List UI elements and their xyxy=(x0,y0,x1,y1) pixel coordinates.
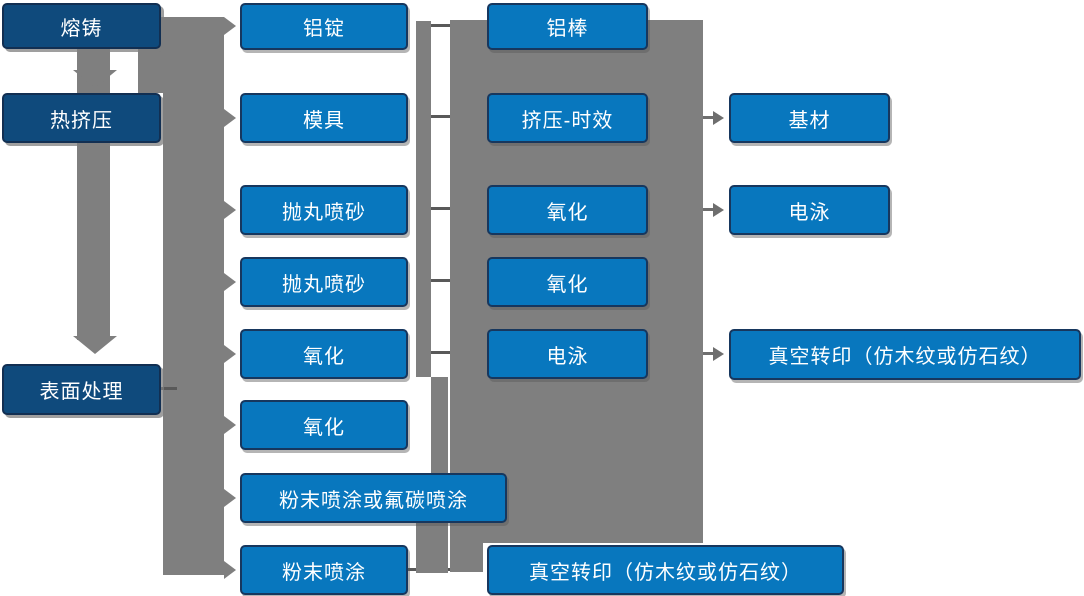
flow-box-electrophoresis-b: 电泳 xyxy=(729,185,890,235)
flow-box-label-vacuum-transfer-b: 真空转印（仿木纹或仿石纹） xyxy=(768,346,1042,368)
arrowhead-trunk-6 xyxy=(224,416,236,434)
flow-box-label-hot-extrusion: 热挤压 xyxy=(50,109,113,132)
connector-bar-c xyxy=(416,21,431,377)
connector-c-to-panel-row1 xyxy=(430,24,450,27)
flow-box-oxidation-b: 氧化 xyxy=(240,400,408,450)
flow-box-label-extrusion-aging: 挤压-时效 xyxy=(521,109,614,132)
flow-box-label-melting-casting: 熔铸 xyxy=(60,17,103,40)
flow-box-extrusion-aging: 挤压-时效 xyxy=(487,93,648,143)
arrowhead-panel-2 xyxy=(713,203,724,217)
flow-box-vacuum-transfer-a: 真空转印（仿木纹或仿石纹） xyxy=(487,545,844,595)
flow-box-label-powder-or-fluorocarbon: 粉末喷涂或氟碳喷涂 xyxy=(279,489,468,512)
arrow-shaft-panel-3 xyxy=(703,352,714,355)
flow-box-label-aluminum-ingot: 铝锭 xyxy=(303,18,345,40)
flow-box-label-electrophoresis-a: 电泳 xyxy=(546,345,589,368)
flow-box-label-oxidation-c: 氧化 xyxy=(546,201,589,224)
flow-box-label-shot-blast-sand-1: 抛丸喷砂 xyxy=(282,201,366,224)
flow-box-surface-treatment: 表面处理 xyxy=(2,364,161,415)
arrowhead-trunk-5 xyxy=(224,345,236,363)
flow-box-vacuum-transfer-b: 真空转印（仿木纹或仿石纹） xyxy=(729,329,1081,380)
connector-trunk-b xyxy=(163,17,224,575)
flow-box-label-mold: 模具 xyxy=(303,109,345,132)
connector-c-to-panel-row4 xyxy=(430,279,450,282)
flow-box-label-base-material: 基材 xyxy=(788,109,831,132)
arrowhead-down-2 xyxy=(73,336,117,354)
flow-box-label-oxidation-a: 氧化 xyxy=(303,345,345,368)
flow-box-oxidation-c: 氧化 xyxy=(487,185,648,235)
flow-box-label-aluminum-rod: 铝棒 xyxy=(546,18,589,40)
arrow-shaft-panel-1 xyxy=(703,116,714,119)
flow-box-oxidation-d: 氧化 xyxy=(487,257,648,307)
arrowhead-panel-1 xyxy=(713,111,724,125)
flow-box-aluminum-ingot: 铝锭 xyxy=(240,3,408,50)
flow-box-electrophoresis-a: 电泳 xyxy=(487,329,648,379)
flow-box-melting-casting: 熔铸 xyxy=(2,3,161,49)
flow-box-shot-blast-sand-1: 抛丸喷砂 xyxy=(240,185,408,235)
connector-surface-to-trunk xyxy=(161,387,177,390)
arrowhead-trunk-1 xyxy=(224,17,236,35)
connector-c-to-panel-row3 xyxy=(430,207,450,210)
flow-box-aluminum-rod: 铝棒 xyxy=(487,3,648,50)
arrowhead-trunk-3 xyxy=(224,201,236,219)
flow-box-shot-blast-sand-2: 抛丸喷砂 xyxy=(240,257,408,307)
flow-box-label-surface-treatment: 表面处理 xyxy=(39,381,124,403)
arrowhead-trunk-4 xyxy=(224,273,236,291)
flow-box-label-vacuum-transfer-a: 真空转印（仿木纹或仿石纹） xyxy=(529,561,802,584)
flow-box-powder-or-fluorocarbon: 粉末喷涂或氟碳喷涂 xyxy=(240,473,507,523)
flow-box-label-oxidation-d: 氧化 xyxy=(546,273,589,296)
connector-bar-c3 xyxy=(416,523,431,573)
connector-panel-d-bottom-ext xyxy=(450,543,483,572)
arrowhead-trunk-2 xyxy=(224,109,236,127)
flow-box-label-oxidation-b: 氧化 xyxy=(303,416,345,439)
connector-c-to-panel-row2 xyxy=(430,115,450,118)
flow-box-hot-extrusion: 热挤压 xyxy=(2,93,161,143)
connector-c-to-panel-row5 xyxy=(430,351,450,354)
flow-box-label-electrophoresis-b: 电泳 xyxy=(788,201,831,224)
flow-box-label-shot-blast-sand-2: 抛丸喷砂 xyxy=(282,273,366,296)
flow-box-oxidation-a: 氧化 xyxy=(240,329,408,379)
flow-box-mold: 模具 xyxy=(240,93,408,143)
arrowhead-down-1 xyxy=(73,70,117,88)
arrowhead-panel-3 xyxy=(713,347,724,361)
flow-box-powder-coating: 粉末喷涂 xyxy=(240,545,408,595)
arrow-shaft-panel-2 xyxy=(703,208,714,211)
arrowhead-trunk-7 xyxy=(224,489,236,507)
flow-box-base-material: 基材 xyxy=(729,93,890,143)
flow-box-label-powder-coating: 粉末喷涂 xyxy=(282,561,366,584)
arrowhead-trunk-8 xyxy=(224,561,236,579)
